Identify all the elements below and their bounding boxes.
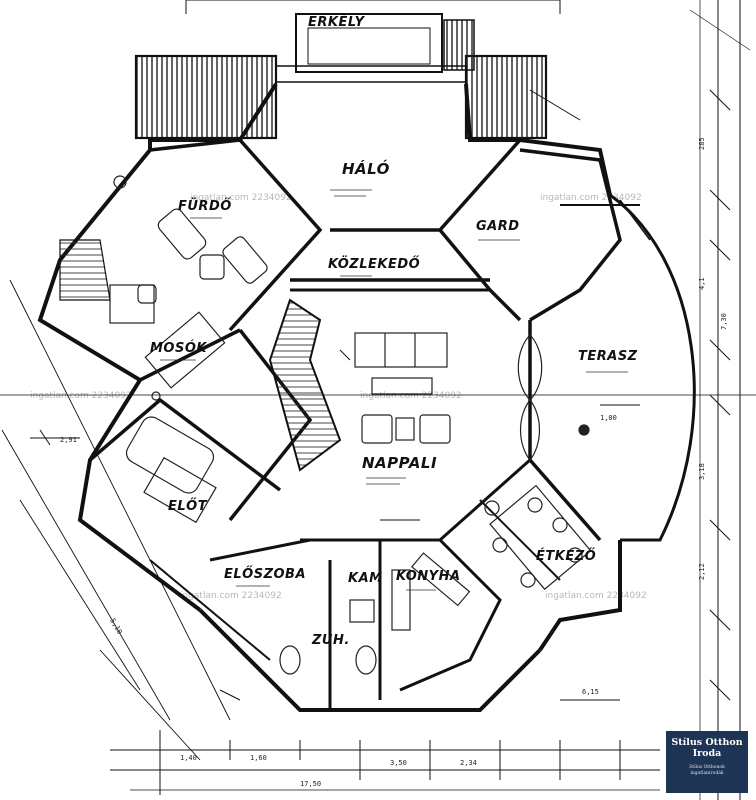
watermark-text: ingatlan.com 2234092 bbox=[190, 193, 292, 203]
agency-logo: Stílus Otthon Iroda Stílus Otthonok inga… bbox=[666, 731, 748, 793]
watermark-text: ingatlan.com 2234092 bbox=[545, 591, 647, 601]
dim-text: 6,15 bbox=[582, 688, 599, 696]
room-label-furdo: FÜRDŐ bbox=[178, 198, 232, 214]
right-dimension-chain bbox=[689, 0, 751, 800]
dim-text: 3,18 bbox=[698, 463, 706, 480]
dim-text: 2,91 bbox=[60, 436, 77, 444]
dim-text: 7,30 bbox=[720, 313, 728, 330]
room-label-ebedlo: ÉTKEZŐ bbox=[536, 548, 596, 564]
dim-text: 1,00 bbox=[600, 414, 617, 422]
dimension-numbers: 285 4,1 3,18 7,30 2,12 1,40 5,10 1,60 3,… bbox=[60, 137, 728, 788]
dimension-ticks bbox=[0, 349, 756, 701]
room-label-konyha: KONYHA bbox=[396, 569, 461, 584]
logo-line-1: Stílus Otthon bbox=[671, 737, 743, 748]
room-label-mosok: MOSÓK bbox=[150, 340, 207, 356]
balcony bbox=[134, 0, 581, 140]
dim-text: 17,50 bbox=[300, 780, 321, 788]
stairs bbox=[59, 239, 342, 472]
room-label-wc: ZUH. bbox=[311, 633, 350, 648]
internal-walls bbox=[88, 138, 622, 710]
fixtures bbox=[109, 175, 592, 675]
logo-line-2: Iroda bbox=[692, 748, 722, 759]
room-sublabels bbox=[160, 189, 628, 591]
watermark-text: ingatlan.com 2234092 bbox=[180, 591, 282, 601]
left-dimension-lines bbox=[1, 279, 231, 761]
room-label-halo: HÁLÓ bbox=[342, 159, 390, 178]
watermark-text: ingatlan.com 2234092 bbox=[540, 193, 642, 203]
logo-line-3: Stílus Otthonok bbox=[689, 765, 725, 770]
dim-text: 4,1 bbox=[698, 277, 706, 290]
watermark-text: ingatlan.com 2234092 bbox=[360, 391, 462, 401]
room-label-erkely: ERKÉLY bbox=[308, 14, 366, 30]
room-label-gard: GARD bbox=[476, 219, 520, 234]
room-labels: ERKÉLY HÁLÓ FÜRDŐ GARD KÖZLEKEDŐ MOSÓK T… bbox=[150, 14, 638, 648]
bottom-dimension-chain bbox=[110, 730, 660, 795]
dim-text: 3,50 bbox=[390, 759, 407, 767]
room-label-kamra: KAM bbox=[348, 571, 383, 586]
room-label-nappali: NAPPALI bbox=[362, 454, 437, 472]
room-label-kozlekedo: KÖZLEKEDŐ bbox=[328, 256, 420, 272]
watermarks: ingatlan.com 2234092 ingatlan.com 223409… bbox=[30, 193, 647, 601]
room-label-eloter: ELŐT bbox=[168, 498, 208, 514]
room-label-terasz: TERASZ bbox=[578, 349, 638, 364]
room-label-eloszoba: ELŐSZOBA bbox=[224, 566, 306, 582]
watermark-text: ingatlan.com 2234092 bbox=[30, 391, 132, 401]
dim-text: 2,34 bbox=[460, 759, 477, 767]
dim-text: 1,40 bbox=[180, 754, 197, 762]
logo-line-4: ingatlanirodák bbox=[690, 771, 724, 776]
dim-text: 1,60 bbox=[250, 754, 267, 762]
dim-text: 5,10 bbox=[108, 617, 123, 636]
dim-text: 2,12 bbox=[698, 563, 706, 580]
dim-text: 285 bbox=[698, 137, 706, 150]
